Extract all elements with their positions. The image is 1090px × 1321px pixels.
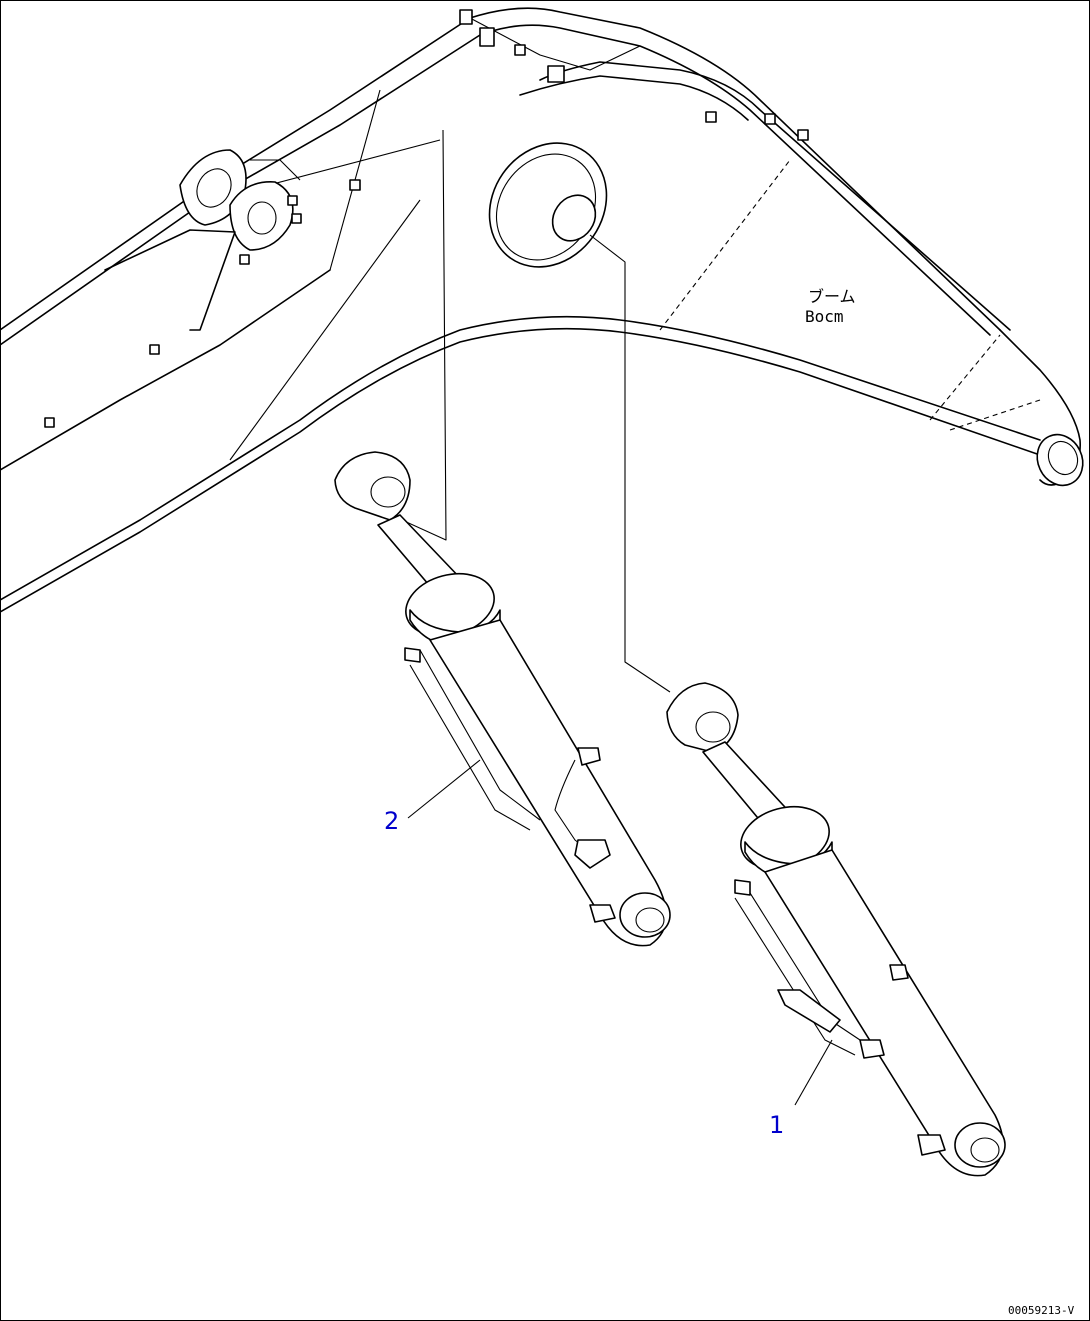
- boom-label-japanese: ブーム: [808, 287, 856, 306]
- boom-cylinder-1: [666, 682, 1006, 1177]
- boom-cylinder-2: [334, 451, 671, 947]
- callout-1: 1: [769, 1111, 784, 1139]
- boom: [0, 7, 1084, 613]
- drawing-code: 00059213-V: [1008, 1304, 1075, 1317]
- boom-label-english: Bocm: [805, 307, 844, 326]
- callout-2: 2: [384, 807, 399, 835]
